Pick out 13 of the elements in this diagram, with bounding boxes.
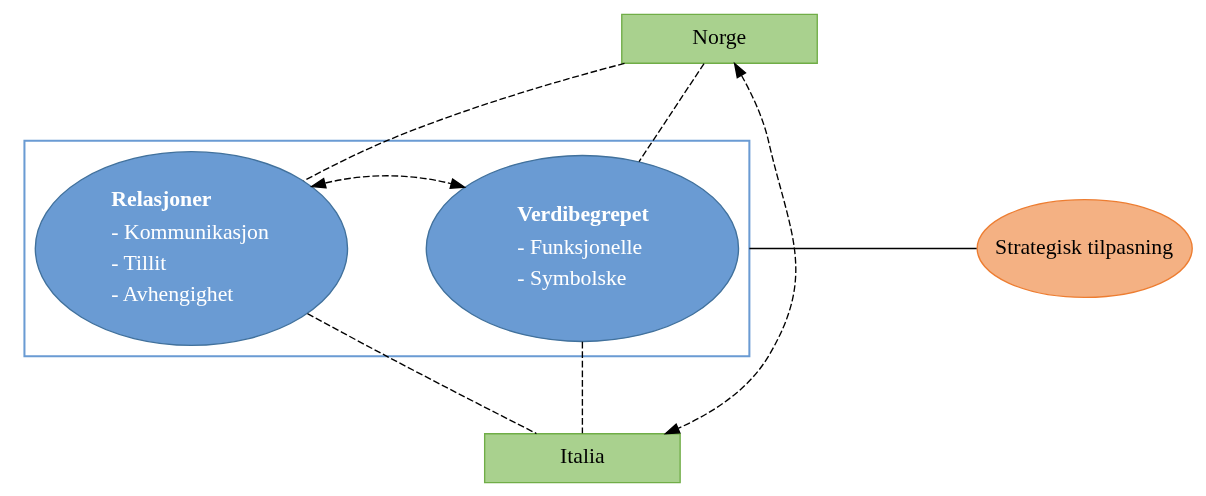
node-ellipse: Strategisk tilpasning [976, 198, 1193, 298]
connector [306, 312, 538, 434]
cluster [23, 139, 751, 357]
connector [581, 340, 584, 434]
node-box: Norge [621, 13, 818, 64]
arrow [663, 61, 797, 434]
node-box: Italia [484, 432, 681, 483]
connector [748, 247, 978, 249]
node-ellipse: Relasjoner - Kommunikasjon - Tillit - Avhengighet [34, 150, 349, 346]
connector [638, 62, 705, 162]
connector [303, 62, 626, 182]
node-ellipse: Verdibegrepet - Funksjonelle - Symbolske [425, 154, 740, 342]
arrow [309, 174, 467, 189]
